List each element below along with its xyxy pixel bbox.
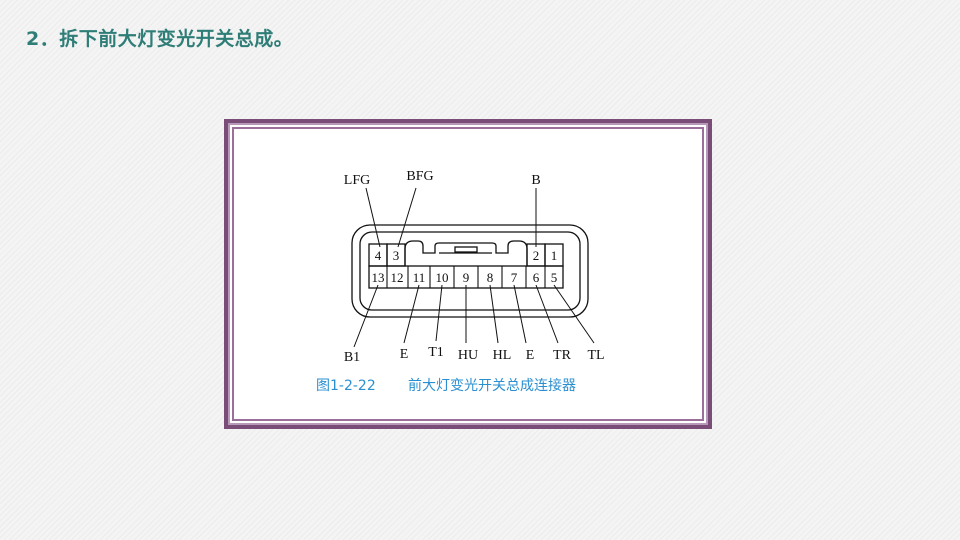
figure-frame: 4 3 2 1 13 12 11 10 9 8 7 6 5 <box>224 119 712 429</box>
leader-e1 <box>403 284 420 344</box>
signal-e2: E <box>526 348 535 363</box>
leader-t1 <box>435 284 443 342</box>
figure-caption-number: 图1-2-22 <box>316 378 376 394</box>
pin-number-7: 7 <box>511 270 518 285</box>
signal-b1: B1 <box>344 350 360 365</box>
pin-number-12: 12 <box>391 270 404 285</box>
pin-number-4: 4 <box>375 248 382 263</box>
pin-number-2: 2 <box>533 248 540 263</box>
signal-hu: HU <box>458 348 478 363</box>
figure-caption-text: 前大灯变光开关总成连接器 <box>408 377 576 394</box>
pin-number-6: 6 <box>533 270 540 285</box>
signal-b: B <box>531 173 540 188</box>
slide-title: 2．拆下前大灯变光开关总成。 <box>26 28 294 50</box>
pin-number-5: 5 <box>551 270 558 285</box>
signal-e1: E <box>400 347 409 362</box>
figure-inner: 4 3 2 1 13 12 11 10 9 8 7 6 5 <box>228 123 708 425</box>
signal-lfg: LFG <box>344 173 370 188</box>
latch-slot <box>454 246 478 253</box>
pin-number-13: 13 <box>372 270 385 285</box>
leader-tl <box>553 284 595 344</box>
leader-bfg <box>397 187 417 248</box>
pin-number-3: 3 <box>393 248 400 263</box>
leader-lines <box>353 187 595 348</box>
signal-tl: TL <box>587 348 604 363</box>
pin-number-1: 1 <box>551 248 558 263</box>
connector-body <box>351 224 589 318</box>
leader-b1 <box>353 284 379 348</box>
connector-inner-shell <box>359 231 581 311</box>
signal-t1: T1 <box>428 345 444 360</box>
connector-diagram: 4 3 2 1 13 12 11 10 9 8 7 6 5 <box>316 169 605 394</box>
connector-outer-shell <box>351 224 589 318</box>
connector-latch <box>404 240 528 266</box>
signal-hl: HL <box>493 348 512 363</box>
pin-number-8: 8 <box>487 270 494 285</box>
leader-hl <box>489 284 499 344</box>
signal-bfg: BFG <box>406 169 433 184</box>
signal-tr: TR <box>553 348 572 363</box>
leader-lfg <box>365 187 381 248</box>
leader-e2 <box>513 284 527 344</box>
pin-number-10: 10 <box>436 270 449 285</box>
leader-tr <box>535 284 559 344</box>
bottom-row-dividers <box>386 266 546 288</box>
pin-number-9: 9 <box>463 270 470 285</box>
pin-number-11: 11 <box>413 270 426 285</box>
